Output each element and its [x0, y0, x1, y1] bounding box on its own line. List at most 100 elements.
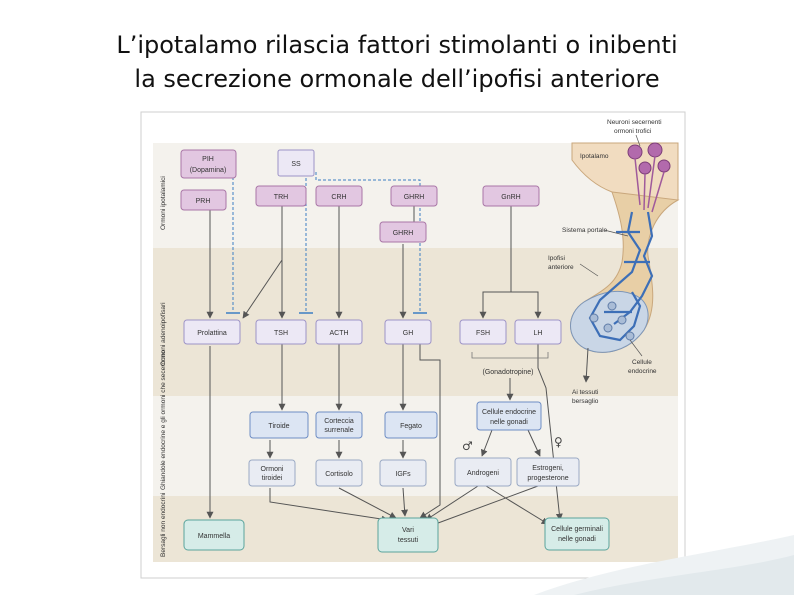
inhibit-ss-gh: [315, 172, 421, 312]
node-fsh-label: FSH: [476, 330, 490, 337]
side-label-hypothalamic: Ormoni ipotalamici: [160, 176, 167, 230]
female-symbol-icon: ♀: [554, 435, 563, 449]
leader-line: [603, 229, 629, 237]
node-ghrh-label: GHRH: [393, 230, 414, 237]
label-portal-system: Sistema portale: [562, 227, 608, 234]
node-acth: [315, 319, 363, 345]
node-trh: [255, 185, 307, 207]
node-pih: [180, 149, 237, 179]
side-label-anterior-pituitary: Ormoni adenoipofisari: [160, 302, 167, 366]
node-gnrh: [482, 185, 540, 207]
node-gh: [384, 319, 432, 345]
arrow-gonadotropins-germ: [537, 344, 563, 521]
node-prh: [180, 189, 227, 211]
pituitary-hormones: Prolattina TSH ACTH GH FSH LH (Gonadotro…: [183, 319, 562, 376]
neuron-icon: [647, 142, 663, 158]
arrow-gnrh-gonadotropins: [479, 206, 512, 319]
hypothalamic-hormones: PIH (Dopamina) SS PRH TRH CRH GHRH GHRH …: [180, 149, 540, 243]
node-estrogens-line-2: progesterone: [527, 475, 568, 482]
node-adrenal-cortex: [315, 411, 363, 439]
slide-corner-ornament: [534, 535, 794, 595]
node-gonad-cells: [476, 401, 542, 431]
non-endocrine-targets: Mammella Vari tessuti Cellule germinali …: [183, 517, 610, 553]
cell-icon: [625, 331, 635, 341]
label-neurons-line-1: Neuroni secernenti: [607, 119, 662, 126]
node-thyroid-hormones: [248, 459, 296, 487]
node-igfs-label: IGFs: [395, 471, 411, 478]
node-crh: [315, 185, 363, 207]
node-various-tissues: [377, 517, 439, 553]
output-arrow: [582, 347, 590, 383]
arrow-gnrh-lh: [511, 291, 542, 319]
node-thyroid-label: Tiroide: [268, 423, 289, 430]
cell-icon: [603, 323, 613, 333]
neuron-icon: [657, 159, 671, 173]
ornament-curve: [574, 555, 794, 595]
node-estrogens-line-1: Estrogeni,: [532, 465, 564, 472]
arrow-to-prolactin: [242, 259, 283, 319]
arrow-androgens-germ: [485, 485, 549, 525]
male-symbol-icon: ♂: [462, 439, 473, 453]
cell-icon: [607, 301, 617, 311]
endocrine-glands: Tiroide Corteccia surrenale Fegato Cellu…: [249, 401, 563, 453]
node-various-tissues-line-2: tessuti: [398, 537, 419, 544]
label-anterior-pituitary-line-1: Ipofisi: [548, 255, 565, 262]
slide-title-line-2: la secrezione ormonale dell’ipofisi ante…: [134, 65, 660, 93]
node-cortisol-label: Cortisolo: [325, 471, 353, 478]
arrow-androgens-tissues: [425, 485, 479, 521]
label-endocrine-cells-line-2: endocrine: [628, 368, 657, 375]
node-thyroid-hormones-line-2: tiroidei: [262, 475, 283, 482]
neuron-icon: [638, 161, 652, 175]
node-prolactin-label: Prolattina: [197, 330, 227, 337]
label-hypothalamus: Ipotalamo: [580, 153, 609, 160]
node-trh-label: TRH: [274, 194, 288, 201]
node-fsh: [459, 319, 507, 345]
node-gonad-cells-line-1: Cellule endocrine: [482, 409, 536, 416]
slide-title: L’ipotalamo rilascia fattori stimolanti …: [0, 28, 794, 96]
node-gonadotropins-label: (Gonadotropine): [483, 369, 534, 376]
portal-vessels: [588, 211, 654, 342]
leader-line: [579, 263, 599, 277]
node-ghih: [390, 185, 438, 207]
node-germ-cells-line-1: Cellule germinali: [551, 526, 603, 533]
leader-line: [635, 134, 641, 147]
node-breast-label: Mammella: [198, 533, 230, 540]
label-target-tissues-line-2: bersaglio: [572, 398, 599, 405]
node-crh-label: CRH: [331, 194, 346, 201]
node-prh-label: PRH: [196, 198, 211, 205]
node-pih-sublabel: (Dopamina): [190, 167, 227, 174]
node-liver-label: Fegato: [400, 423, 422, 430]
anatomy-annotations: Neuroni secernenti ormoni trofici Ipotal…: [548, 119, 662, 405]
node-breast: [183, 519, 245, 551]
node-adrenal-cortex-line-1: Corteccia: [324, 418, 354, 425]
arrow-estrogens-tissues: [429, 485, 539, 528]
node-pih-label: PIH: [202, 156, 214, 163]
node-lh-label: LH: [534, 330, 543, 337]
node-androgens: [454, 457, 512, 487]
node-tsh-label: TSH: [274, 330, 288, 337]
label-target-tissues-line-1: Ai tessuti: [572, 389, 598, 396]
node-gh-label: GH: [403, 330, 414, 337]
pituitary-illustration: [570, 142, 680, 353]
node-lh: [514, 319, 562, 345]
node-gnrh-label: GnRH: [501, 194, 520, 201]
node-ghih-label: GHRH: [404, 194, 425, 201]
arrow-cortisol-tissues: [338, 487, 397, 519]
gonadotropins-bracket: [471, 352, 549, 359]
node-ss-label: SS: [291, 161, 301, 168]
neuron-cluster: [627, 142, 671, 213]
label-neurons-line-2: ormoni trofici: [614, 128, 651, 135]
arrow-gh-tissues: [419, 344, 441, 519]
connector-lines: [206, 172, 563, 528]
node-androgens-label: Androgeni: [467, 470, 499, 477]
node-estrogens: [516, 457, 580, 487]
node-germ-cells: [544, 517, 610, 551]
neuron-icon: [627, 144, 643, 160]
node-ss: [277, 149, 315, 177]
label-endocrine-cells-line-1: Cellule: [632, 359, 652, 366]
arrow-hormones-tissues: [269, 488, 389, 523]
arrow-igfs-tissues: [401, 487, 409, 517]
node-thyroid: [249, 411, 309, 439]
node-cortisol: [315, 459, 363, 487]
